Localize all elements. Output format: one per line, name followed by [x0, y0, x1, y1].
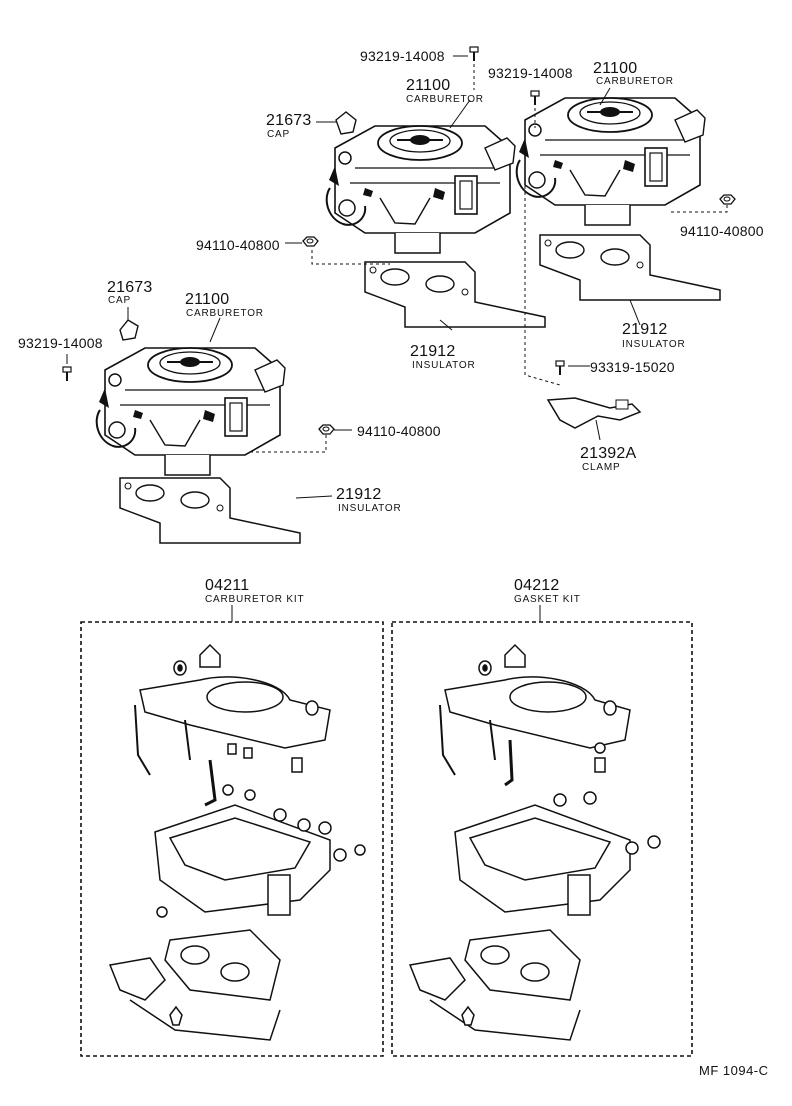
gasket-kit-drawing — [408, 643, 661, 1041]
part-number-cap-left: 21673 — [107, 279, 153, 296]
part-name-carb-left: CARBURETOR — [186, 308, 264, 319]
carburetor-left-drawing — [95, 347, 286, 476]
gasket-kit-frame — [391, 621, 693, 1057]
part-name-carb-top-left: CARBURETOR — [406, 94, 484, 105]
part-number-kit1: 04211 — [205, 577, 250, 594]
cap-top-drawing — [335, 111, 357, 135]
diagram-code: MF 1094-C — [699, 1063, 769, 1078]
clamp-drawing — [546, 397, 642, 429]
part-name-cap-left: CAP — [108, 295, 131, 306]
cap-left-drawing — [119, 319, 139, 341]
part-name-cap-top: CAP — [267, 129, 290, 140]
part-name-insulator-top-right: INSULATOR — [622, 339, 686, 350]
part-number-insulator-top-left: 21912 — [410, 343, 456, 360]
part-number-nut-left: 94110-40800 — [357, 423, 441, 439]
part-number-cap-top: 21673 — [266, 112, 312, 129]
part-number-carb-left: 21100 — [185, 291, 230, 308]
part-name-kit1: CARBURETOR KIT — [205, 594, 305, 605]
part-name-insulator-top-left: INSULATOR — [412, 360, 476, 371]
carburetor-top-right-drawing — [515, 97, 706, 226]
insulator-top-right-drawing — [539, 234, 721, 301]
part-number-nut-top-left: 94110-40800 — [196, 237, 280, 253]
part-number-bolt-clamp: 93319-15020 — [590, 359, 675, 375]
part-number-nut-top-right: 94110-40800 — [680, 223, 764, 239]
part-number-insulator-left: 21912 — [336, 486, 382, 503]
insulator-top-left-drawing — [364, 261, 546, 328]
part-name-kit2: GASKET KIT — [514, 594, 581, 605]
part-number-insulator-top-right: 21912 — [622, 321, 668, 338]
part-number-bolt-left: 93219-14008 — [18, 335, 103, 351]
carburetor-kit-drawing — [108, 643, 366, 1041]
carburetor-top-left-drawing — [325, 125, 516, 254]
part-number-carb-top-left: 21100 — [406, 77, 451, 94]
carburetor-kit-frame — [80, 621, 384, 1057]
part-number-carb-top-right: 21100 — [593, 60, 638, 77]
part-name-clamp: CLAMP — [582, 462, 621, 473]
part-number-kit2: 04212 — [514, 577, 560, 594]
part-number-clamp: 21392A — [580, 445, 637, 462]
part-name-carb-top-right: CARBURETOR — [596, 76, 674, 87]
part-name-insulator-left: INSULATOR — [338, 503, 402, 514]
insulator-left-drawing — [119, 477, 301, 544]
part-number-bolt-top: 93219-14008 — [360, 48, 445, 64]
part-number-bolt-mid: 93219-14008 — [488, 65, 573, 81]
